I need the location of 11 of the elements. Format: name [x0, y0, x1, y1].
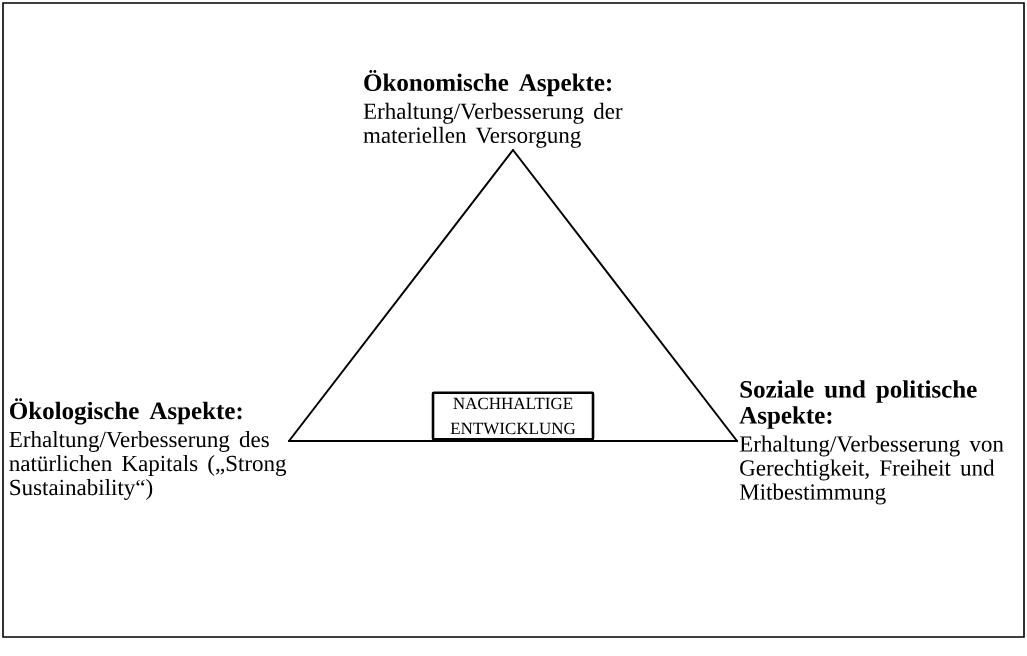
aspect-heading: Ökologische Aspekte: — [10, 398, 242, 425]
aspect-description: Erhaltung/Verbesserung des natürlichen Kapitals („Strong Sustainability“) — [9, 431, 287, 500]
box-label: NACHHALTIGE ENTWICKLUNG — [450, 397, 576, 435]
aspect-description: Erhaltung/Verbesserung der materiellen Versorgung — [363, 102, 623, 148]
triangle-side — [288, 440, 738, 442]
triangle-side — [288, 149, 514, 442]
aspect-heading: Ökonomische Aspekte: — [364, 70, 611, 97]
center-box — [431, 391, 595, 441]
aspect-heading: Soziale und politische Aspekte: — [739, 380, 977, 429]
aspect-description: Erhaltung/Verbesserung von Gerechtigkeit, Freiheit und Mitbestimmung — [739, 435, 1004, 505]
triangle-side — [512, 149, 738, 442]
